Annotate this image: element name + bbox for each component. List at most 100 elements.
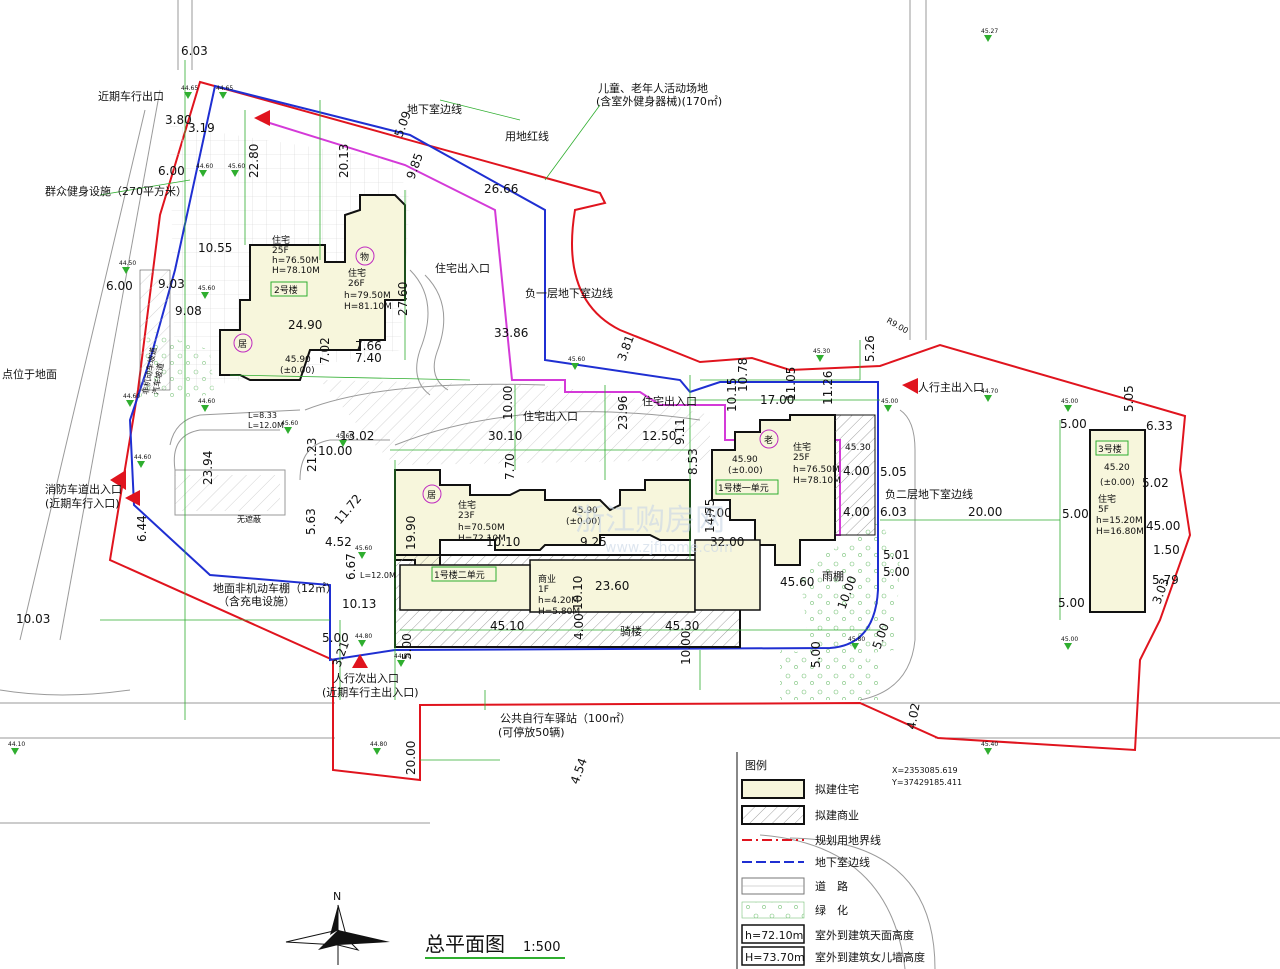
- building-3-footprint: [1089, 429, 1146, 613]
- legend-label-6: 室外到建筑天面高度: [815, 928, 914, 942]
- legend: 图例 拟建住宅 拟建商业 规划用地界线 地下室边线 道 路 绿 化 h=72.1…: [736, 752, 925, 969]
- b3-h: h=15.20M: [1096, 516, 1143, 526]
- dimension-d54: 6.44: [135, 515, 149, 542]
- elevation-value-e31: 45.60: [568, 356, 585, 363]
- elevation-value-e12: 45.60: [198, 285, 215, 292]
- label-playground: 儿童、老年人活动场地: [598, 81, 708, 95]
- drawing-scale: 1:500: [523, 940, 560, 955]
- dimension-d59: 10.10: [486, 535, 520, 549]
- dimension-d9: 26.66: [484, 182, 518, 196]
- dimension-d83: 4.02: [904, 702, 922, 731]
- label-basement1-line: 负一层地下室边线: [525, 286, 613, 300]
- elevation-marker-e21: [884, 405, 892, 412]
- b2b-floors: 26F: [348, 279, 365, 289]
- dimension-d62: 14.75: [703, 499, 717, 533]
- dimension-d71: 45.10: [490, 619, 524, 633]
- dimension-d56: 4.52: [325, 535, 352, 549]
- legend-title: 图例: [745, 758, 767, 772]
- dimension-lines: [99, 60, 1061, 761]
- b3-name: 3号楼: [1098, 443, 1122, 455]
- label-slope-3: L=12.0M: [360, 571, 396, 580]
- dimension-d31: 13.02: [340, 429, 374, 443]
- elevation-value-e32: 45.30: [813, 348, 830, 355]
- entrance-arrows: [110, 110, 918, 668]
- dimension-d44: 5.00: [1062, 507, 1089, 521]
- elevation-marker-e26: [11, 748, 19, 755]
- dimension-d60: 9.25: [580, 535, 607, 549]
- dimension-d6: 20.13: [337, 144, 351, 178]
- label-site-red-line: 用地红线: [505, 129, 549, 143]
- ramp-hatch: [175, 475, 280, 511]
- label-fire-lane: 消防车道出入口: [45, 482, 122, 496]
- elevation-value-e26: 44.10: [8, 741, 25, 748]
- ramp-vertical: [139, 269, 171, 391]
- elev-2b: (±0.00): [566, 517, 601, 527]
- dimension-d32: 10.00: [318, 444, 352, 458]
- dimension-d19: 33.86: [494, 326, 528, 340]
- dimension-d10: 10.55: [198, 241, 232, 255]
- b1u1-floors: 25F: [793, 453, 810, 463]
- arrow-secondary-ped: [352, 654, 368, 668]
- arrow-fire-lane: [110, 470, 126, 490]
- legend-label-3: 地下室边线: [815, 855, 870, 869]
- arrow-near-exit: [254, 110, 270, 126]
- elevation-marker-e19: [358, 640, 366, 647]
- label-ground-point: 点位于地面: [2, 367, 57, 381]
- legend-label-1: 拟建商业: [815, 808, 859, 822]
- label-slope-1: L=8.33: [248, 411, 277, 420]
- label-residential-entrance-2: 住宅出入口: [523, 409, 578, 423]
- dimension-d24: 12.50: [642, 429, 676, 443]
- basement-line: [128, 84, 879, 662]
- elevation-value-e16: 45.60: [336, 433, 353, 440]
- b1u1-h: h=76.50M: [793, 465, 840, 475]
- elevation-marker-e27: [373, 748, 381, 755]
- dimension-d12: 9.03: [158, 277, 185, 291]
- elevation-value-e24: 45.00: [1061, 636, 1078, 643]
- dimension-d80: 5.00: [400, 633, 414, 660]
- dimension-d28: 11.26: [821, 371, 835, 405]
- building-1-side-hatch: [834, 414, 876, 536]
- dimension-d61: 32.00: [710, 535, 744, 549]
- dimension-d21: 10.00: [501, 386, 515, 420]
- dimension-d78: 5.00: [322, 631, 349, 645]
- elevation-value-e11: 44.50: [119, 260, 136, 267]
- building-info: 住宅 25F h=76.50M H=78.10M 2号楼 住宅 26F h=79…: [270, 234, 1144, 617]
- elevation-marker-e17: [137, 461, 145, 468]
- b1u2-name: 1号楼二单元: [434, 569, 485, 581]
- elevation-marker-e13: [126, 400, 134, 407]
- b3-use: 住宅: [1098, 493, 1116, 505]
- arrow-main-ped: [902, 378, 918, 394]
- mark-care-2: 居: [427, 490, 436, 501]
- dimension-d48: 5.02: [1142, 476, 1169, 490]
- com-h: h=4.20M: [538, 596, 579, 606]
- building-marks: 物 居 居 老: [233, 246, 779, 504]
- elevation-marker-e8: [219, 92, 227, 99]
- dimension-d39: 4.00: [843, 505, 870, 519]
- elevation-marker-e9: [199, 170, 207, 177]
- commercial-inner-2: [399, 564, 531, 611]
- elevation-marker-e14: [201, 405, 209, 412]
- legend-label-7: 室外到建筑女儿墙高度: [815, 950, 925, 964]
- label-basement2-line: 负二层地下室边线: [885, 487, 973, 501]
- elevation-marker-e28: [984, 748, 992, 755]
- label-bike-shed-note: （含充电设施）: [218, 594, 295, 608]
- elevation-marker-e22: [984, 395, 992, 402]
- dimension-d8: 9.85: [404, 151, 426, 181]
- dimension-d29: 5.26: [863, 335, 877, 362]
- label-no-shelter: 无遮蔽: [237, 514, 261, 524]
- dimension-d52: 5.00: [1058, 596, 1085, 610]
- dimension-d43: 20.00: [968, 505, 1002, 519]
- elev-2: 45.90: [572, 506, 598, 516]
- elevation-value-e30: 45.80: [848, 636, 865, 643]
- b1u1-H: H=78.10M: [793, 476, 841, 486]
- dimension-d45: 6.33: [1146, 419, 1173, 433]
- building-1-unit1-footprint: [711, 414, 836, 566]
- b1u2-use: 住宅: [458, 499, 476, 511]
- elevation-value-e8: 44.65: [216, 85, 233, 92]
- b1u2-H: H=72.10M: [458, 534, 506, 544]
- b2a-H: H=78.10M: [272, 266, 320, 276]
- elev-1b: (±0.00): [280, 366, 315, 376]
- elevation-value-e20: 44.80: [394, 653, 411, 660]
- b2b-use: 住宅: [348, 267, 366, 279]
- elevation-marker-e23: [1064, 405, 1072, 412]
